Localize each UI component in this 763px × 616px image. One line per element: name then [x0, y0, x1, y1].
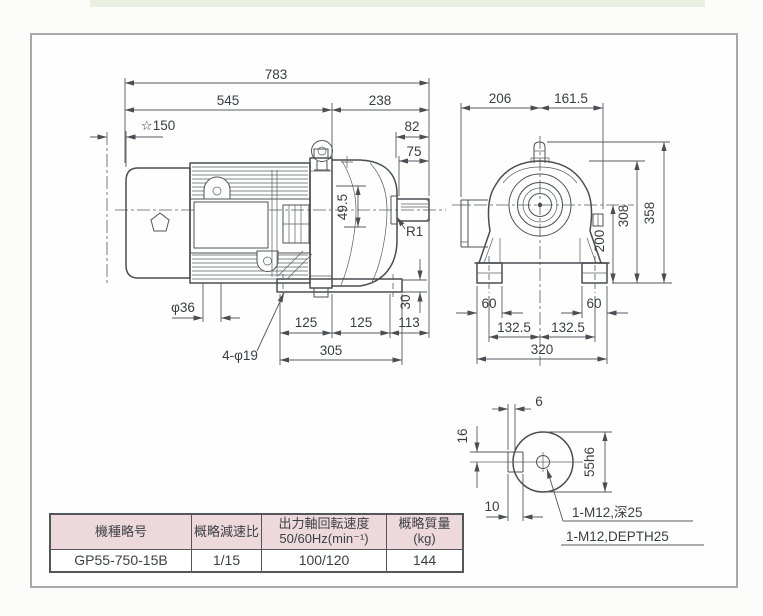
- dim-49-5-label: 49.5: [335, 194, 350, 220]
- detail-dimensions: 6 16 10 55h6 1-M12,深25 1-M12,DEPTH25: [455, 394, 704, 546]
- motor-body: [189, 162, 311, 284]
- header-model: 機種略号: [51, 515, 192, 550]
- shaft-detail: 6 16 10 55h6 1-M12,深25 1-M12,DEPTH25: [455, 394, 704, 546]
- oil-plug: [592, 213, 604, 227]
- motor-nameplate: [193, 201, 269, 249]
- motor-fan-cover: [125, 167, 191, 279]
- dim-82-label: 82: [404, 119, 419, 134]
- dim-125a-label: 125: [295, 315, 318, 330]
- center-cross-mark: [341, 156, 353, 168]
- mass-value: 144: [412, 552, 437, 569]
- header-mass-line1: 概略質量: [398, 516, 451, 532]
- dim-161-5-label: 161.5: [554, 91, 588, 106]
- ratio-value: 1/15: [212, 552, 241, 569]
- header-speed: 出力軸回転速度 50/60Hz(min⁻¹): [262, 515, 387, 550]
- dim-206-label: 206: [489, 91, 512, 106]
- dim-125b-label: 125: [350, 315, 373, 330]
- dim-783-label: 783: [265, 67, 288, 82]
- dim-320-label: 320: [531, 342, 554, 357]
- header-model-label: 機種略号: [94, 523, 147, 539]
- header-speed-line2: 50/60Hz(min⁻¹): [279, 531, 369, 546]
- gear-housing-side: [331, 159, 398, 287]
- motor-fins-top: [192, 166, 308, 196]
- scan-artifact-strip: [90, 0, 705, 7]
- dim-132-5b-label: 132.5: [551, 320, 585, 335]
- dim-308-label: 308: [616, 205, 631, 228]
- terminal-lug-top: [203, 176, 231, 200]
- motor-flange-edge: [460, 199, 488, 248]
- dim-132-5a-label: 132.5: [497, 320, 531, 335]
- dim-55h6-label: 55h6: [582, 447, 597, 477]
- side-view: 783 545 238 ☆150 82 75 49.5 R1: [90, 67, 446, 365]
- dim-6-label: 6: [535, 394, 543, 409]
- output-shaft-boss: [508, 173, 572, 237]
- dim-60b-label: 60: [586, 296, 601, 311]
- label-tap-en: 1-M12,DEPTH25: [566, 529, 669, 544]
- header-mass: 概略質量 (kg): [387, 515, 462, 550]
- label-tap-jp: 1-M12,深25: [572, 505, 643, 520]
- dim-358-label: 358: [642, 202, 657, 225]
- front-view: 206 161.5 358 308 200 60 60 132.5 132.5 …: [452, 91, 672, 366]
- brake-section: [282, 204, 310, 244]
- label-r1: R1: [406, 224, 423, 239]
- dim-113-label: 113: [398, 315, 420, 330]
- top-plug: [530, 141, 550, 163]
- dim-75-label: 75: [406, 144, 421, 159]
- dim-238-label: 238: [369, 93, 392, 108]
- page-frame: [30, 33, 738, 588]
- label-4-phi19: 4-φ19: [222, 348, 258, 363]
- cell-model: GP55-750-15B: [51, 550, 192, 571]
- lug-bottom: [256, 250, 279, 272]
- dim-phi36-label: φ36: [171, 300, 195, 315]
- cell-ratio: 1/15: [192, 550, 262, 571]
- fan-cover-bolt: [150, 212, 170, 232]
- spec-table: 機種略号 概略減速比 出力軸回転速度 50/60Hz(min⁻¹) 概略質量 (…: [49, 513, 464, 573]
- motor-fins-bottom: [192, 254, 308, 280]
- dim-10-label: 10: [484, 499, 499, 514]
- header-mass-line2: (kg): [413, 531, 436, 546]
- keyway: [507, 451, 524, 473]
- dim-305-label: 305: [320, 343, 343, 358]
- adapter-flange: [309, 148, 333, 298]
- cell-speed: 100/120: [262, 550, 387, 571]
- header-ratio: 概略減速比: [192, 515, 262, 550]
- front-dimensions: 206 161.5 358 308 200 60 60 132.5 132.5 …: [456, 91, 672, 364]
- gear-housing-front: [474, 160, 610, 293]
- eyebolt: [311, 140, 333, 171]
- side-dimensions: 783 545 238 ☆150 82 75 49.5 R1: [90, 67, 430, 365]
- header-speed-line1: 出力軸回転速度: [278, 516, 370, 532]
- dim-545-label: 545: [217, 93, 240, 108]
- model-value: GP55-750-15B: [74, 552, 168, 569]
- header-ratio-label: 概略減速比: [193, 523, 259, 539]
- base-side: [276, 250, 403, 297]
- dim-30-label: 30: [398, 294, 413, 309]
- dim-150-label: ☆150: [141, 118, 176, 133]
- dim-200-label: 200: [592, 230, 607, 253]
- dim-60a-label: 60: [481, 296, 496, 311]
- dim-16-label: 16: [455, 428, 470, 443]
- speed-value: 100/120: [298, 552, 350, 569]
- cell-mass: 144: [387, 550, 462, 571]
